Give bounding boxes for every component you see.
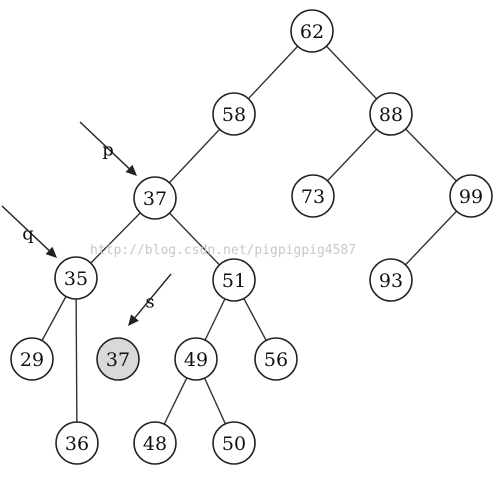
tree-node-n51: 51 [212,258,256,302]
tree-node-n49: 49 [174,337,218,381]
tree-node-n56: 56 [254,337,298,381]
node-label: 37 [143,188,167,210]
node-circle [55,421,99,465]
node-label: 58 [222,104,246,126]
tree-node-n48: 48 [133,421,177,465]
tree-node-n35: 35 [54,256,98,300]
node-circle [212,421,256,465]
edge-n35-n36 [75,277,78,444]
tree-node-n36: 36 [55,421,99,465]
pointer-q: q [1,205,57,258]
node-label: 37 [106,349,130,371]
tree-node-n58: 58 [212,92,256,136]
arrowhead-icon [125,164,137,176]
node-circle [449,174,493,218]
tree-node-n37s: 37 [96,337,140,381]
arrowhead-icon [128,314,139,326]
tree-node-n62: 62 [290,9,334,53]
pointer-p: p [79,121,137,176]
node-label: 62 [300,21,324,43]
node-label: 35 [64,268,88,290]
node-circle [212,258,256,302]
tree-node-n37: 37 [133,176,177,220]
arrowhead-icon [45,246,57,258]
node-label: 49 [184,349,208,371]
tree-node-n29: 29 [10,337,54,381]
node-circle [290,9,334,53]
watermark-text: http://blog.csdn.net/pigpigpig4587 [90,243,356,258]
node-label: 51 [222,270,246,292]
node-circle [96,337,140,381]
node-label: 48 [143,433,167,455]
pointer-arrow-line [79,121,130,169]
node-circle [133,176,177,220]
pointer-label: s [145,292,154,313]
node-label: 36 [65,433,89,455]
tree-node-n93: 93 [369,258,413,302]
node-label: 29 [20,349,44,371]
node-circle [369,92,413,136]
node-circle [174,337,218,381]
node-label: 50 [222,433,246,455]
pointer-arrow-line [134,273,172,318]
pointer-label: p [102,140,114,161]
node-label: 88 [379,104,403,126]
tree-node-n88: 88 [369,92,413,136]
tree-node-n99: 99 [449,174,493,218]
pointer-label: q [22,224,34,245]
pointer-arrow-line [1,205,50,251]
tree-node-n73: 73 [291,174,335,218]
tree-node-n50: 50 [212,421,256,465]
node-label: 93 [379,270,403,292]
node-label: 56 [264,349,288,371]
pointers-layer: p q s [1,121,172,326]
nodes-layer: 62 58 88 37 73 99 35 51 93 29 37 49 56 36 48 50 [10,9,493,465]
node-circle [133,421,177,465]
node-label: 99 [459,186,483,208]
node-circle [54,256,98,300]
node-label: 73 [301,186,325,208]
node-circle [254,337,298,381]
node-circle [10,337,54,381]
node-circle [212,92,256,136]
pointer-s: s [128,273,172,326]
edges-layer [31,30,472,444]
node-circle [369,258,413,302]
node-circle [291,174,335,218]
